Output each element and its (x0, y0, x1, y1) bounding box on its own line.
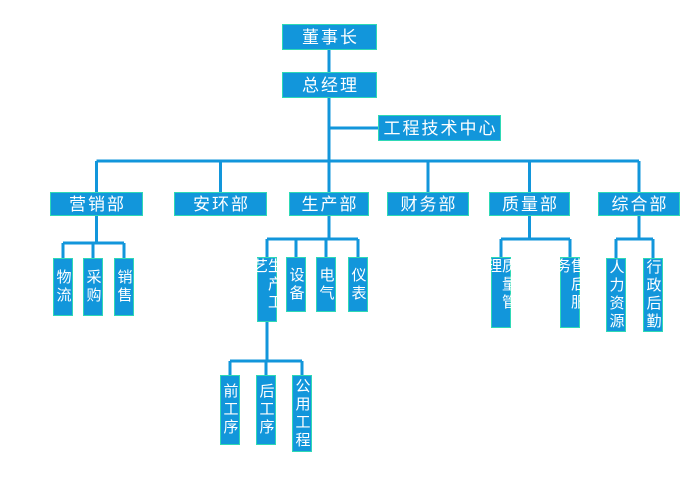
node-dept-marketing: 营销部 (50, 192, 143, 216)
node-rear-process: 后工序 (256, 375, 276, 445)
node-equipment: 设备 (286, 257, 306, 312)
node-dept-general: 综合部 (598, 192, 680, 216)
node-electrical: 电气 (316, 257, 336, 312)
connector-general-children (614, 216, 655, 258)
node-dept-finance: 财务部 (387, 192, 469, 216)
node-production-process: 生产工艺 (251, 257, 283, 322)
node-dept-quality: 质量部 (489, 192, 570, 216)
node-engineering-center: 工程技术中心 (378, 115, 501, 141)
node-utility-engineering: 公用工程 (292, 375, 312, 452)
node-chairman: 董事长 (282, 24, 377, 50)
node-dept-production: 生产部 (289, 192, 369, 216)
connector-production-children (265, 216, 360, 257)
node-after-sales-service: 售后服务 (554, 257, 586, 328)
connector-department-row (95, 159, 641, 192)
node-instrumentation: 仪表 (348, 257, 368, 312)
node-sales: 销售 (114, 258, 134, 316)
node-admin-logistics: 行政后勤 (643, 258, 663, 332)
node-purchasing: 采购 (83, 258, 103, 316)
connector-quality-children (499, 216, 572, 257)
node-front-process: 前工序 (220, 375, 240, 445)
node-quality-management: 质量管理 (485, 257, 517, 328)
connector-marketing-children (61, 216, 126, 258)
node-general-manager: 总经理 (282, 72, 377, 98)
node-logistics: 物流 (53, 258, 73, 316)
node-human-resources: 人力资源 (606, 258, 626, 332)
connector-process-children (228, 322, 304, 375)
node-dept-safety-environment: 安环部 (174, 192, 267, 216)
